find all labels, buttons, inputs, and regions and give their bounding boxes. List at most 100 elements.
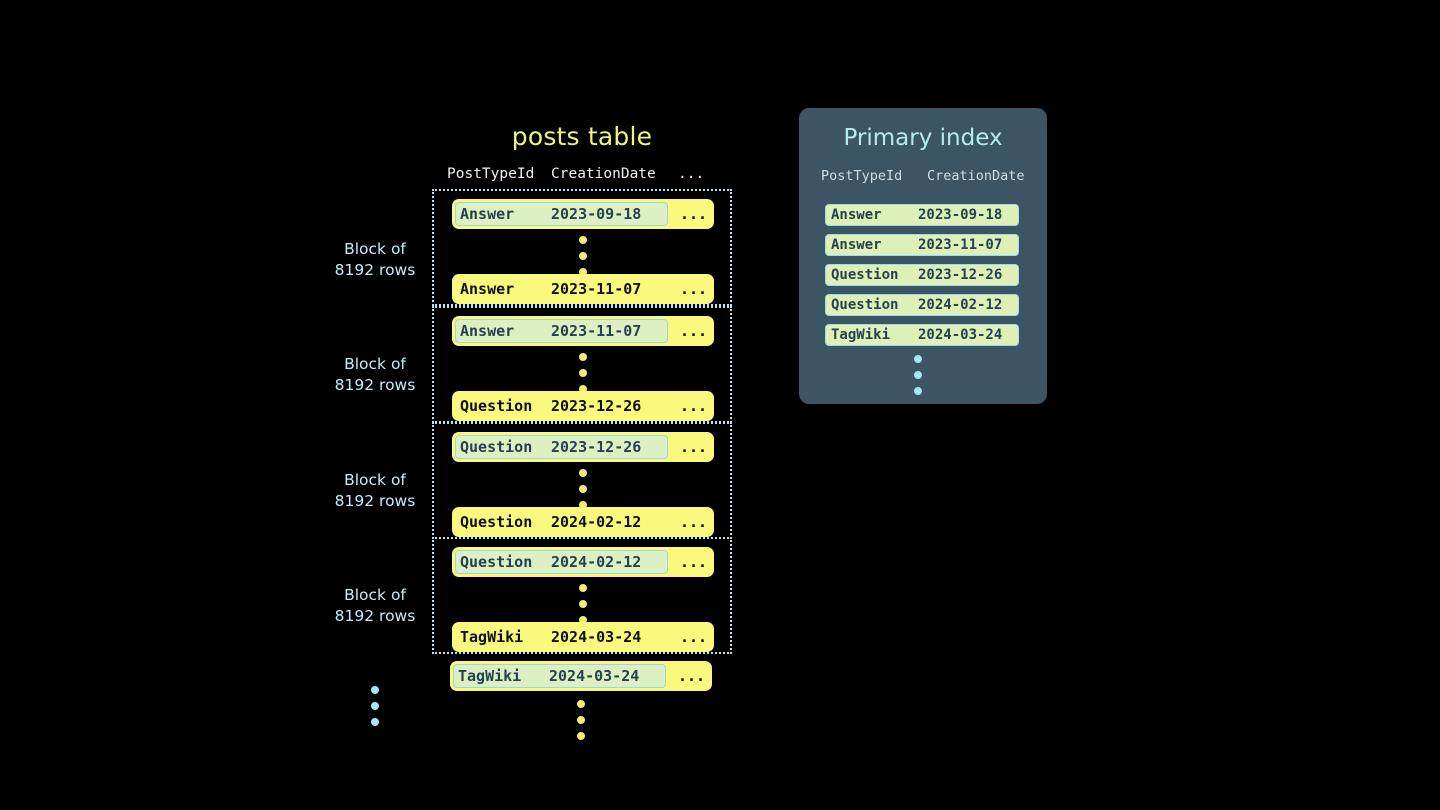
index-cell-creationdate: 2024-02-12 — [918, 297, 1003, 313]
dot — [579, 485, 587, 493]
block-label-4: Block of 8192 rows — [310, 585, 440, 627]
block-label-1-line1: Block of — [344, 240, 406, 258]
row-highlight-box — [455, 202, 668, 226]
column-header-more: ... — [678, 166, 705, 182]
dot — [371, 686, 379, 694]
cell-posttypeid: Answer — [460, 205, 515, 223]
row-highlight-box — [453, 664, 666, 688]
block-label-3: Block of 8192 rows — [310, 470, 440, 512]
row-ellipsis-dots — [579, 236, 588, 284]
table-row[interactable]: Question 2023-12-26 ... — [452, 391, 714, 421]
dot — [579, 584, 587, 592]
dot — [579, 600, 587, 608]
cell-creationdate: 2023-12-26 — [551, 438, 642, 456]
table-row[interactable]: Question 2024-02-12 ... — [452, 547, 714, 577]
dot — [914, 371, 922, 379]
dot — [914, 355, 922, 363]
index-cell-creationdate: 2023-12-26 — [918, 267, 1003, 283]
cell-more: ... — [680, 322, 708, 340]
cell-posttypeid: Answer — [460, 280, 515, 298]
column-header-posttypeid: PostTypeId — [447, 166, 535, 182]
table-row[interactable]: Question 2023-12-26 ... — [452, 432, 714, 462]
index-entry[interactable]: Answer 2023-11-07 — [825, 234, 1019, 256]
cell-posttypeid: Question — [460, 513, 533, 531]
cell-posttypeid: Question — [460, 397, 533, 415]
cell-creationdate: 2023-09-18 — [551, 205, 642, 223]
cell-creationdate: 2023-11-07 — [551, 280, 642, 298]
block-label-2-line2: 8192 rows — [334, 376, 416, 394]
cell-creationdate: 2023-11-07 — [551, 322, 642, 340]
dot — [579, 369, 587, 377]
row-highlight-box — [455, 319, 668, 343]
table-row[interactable]: Question 2024-02-12 ... — [452, 507, 714, 537]
cell-more: ... — [680, 628, 708, 646]
cell-posttypeid: Question — [460, 438, 533, 456]
dot — [579, 252, 587, 260]
dot — [579, 236, 587, 244]
index-entry[interactable]: Question 2024-02-12 — [825, 294, 1019, 316]
block-label-1: Block of 8192 rows — [310, 239, 440, 281]
cell-creationdate: 2023-12-26 — [551, 397, 642, 415]
dot — [579, 353, 587, 361]
index-cell-creationdate: 2023-09-18 — [918, 207, 1003, 223]
cell-more: ... — [678, 667, 706, 685]
block-1: Answer 2023-09-18 ... Answer 2023-11-07 … — [432, 189, 732, 306]
dot — [579, 469, 587, 477]
table-row[interactable]: Answer 2023-11-07 ... — [452, 316, 714, 346]
index-entry[interactable]: TagWiki 2024-03-24 — [825, 324, 1019, 346]
cell-creationdate: 2024-02-12 — [551, 553, 642, 571]
block-label-1-line2: 8192 rows — [334, 261, 416, 279]
index-cell-posttypeid: Question — [831, 267, 899, 283]
primary-index-column-headers: PostTypeId CreationDate — [821, 168, 1031, 186]
block-3: Question 2023-12-26 ... Question 2024-02… — [432, 422, 732, 539]
dot — [371, 702, 379, 710]
dot — [371, 718, 379, 726]
dot — [579, 501, 587, 509]
row-ellipsis-dots — [579, 584, 588, 632]
cell-more: ... — [680, 280, 708, 298]
primary-index-title: Primary index — [843, 125, 1003, 151]
cell-more: ... — [680, 205, 708, 223]
table-row[interactable]: Answer 2023-11-07 ... — [452, 274, 714, 304]
cell-posttypeid: Question — [460, 553, 533, 571]
index-cell-posttypeid: TagWiki — [831, 327, 891, 343]
table-row-trailing[interactable]: TagWiki 2024-03-24 ... — [450, 661, 712, 691]
table-row[interactable]: TagWiki 2024-03-24 ... — [452, 622, 714, 652]
index-cell-posttypeid: Question — [831, 297, 899, 313]
dot — [577, 716, 585, 724]
dot — [577, 700, 585, 708]
block-label-3-line1: Block of — [344, 471, 406, 489]
block-label-2: Block of 8192 rows — [310, 354, 440, 396]
index-cell-posttypeid: Answer — [831, 207, 882, 223]
index-ellipsis-dots — [914, 355, 923, 403]
index-cell-posttypeid: Answer — [831, 237, 882, 253]
cell-more: ... — [680, 553, 708, 571]
index-entry[interactable]: Answer 2023-09-18 — [825, 204, 1019, 226]
cell-more: ... — [680, 513, 708, 531]
block-label-3-line2: 8192 rows — [334, 492, 416, 510]
index-entry[interactable]: Question 2023-12-26 — [825, 264, 1019, 286]
column-header-creationdate: CreationDate — [551, 166, 656, 182]
block-2: Answer 2023-11-07 ... Question 2023-12-2… — [432, 306, 732, 423]
cell-creationdate: 2024-02-12 — [551, 513, 642, 531]
cell-posttypeid: TagWiki — [458, 667, 522, 685]
index-cell-creationdate: 2023-11-07 — [918, 237, 1003, 253]
table-row[interactable]: Answer 2023-09-18 ... — [452, 199, 714, 229]
cell-creationdate: 2024-03-24 — [551, 628, 642, 646]
row-highlight-box — [455, 550, 668, 574]
cell-more: ... — [680, 397, 708, 415]
row-ellipsis-dots — [579, 469, 588, 517]
dot — [579, 616, 587, 624]
cell-posttypeid: Answer — [460, 322, 515, 340]
cell-posttypeid: TagWiki — [460, 628, 524, 646]
dot — [914, 387, 922, 395]
row-highlight-box — [455, 435, 668, 459]
block-label-2-line1: Block of — [344, 355, 406, 373]
block-4: Question 2024-02-12 ... TagWiki 2024-03-… — [432, 537, 732, 654]
table-ellipsis-dots — [577, 700, 586, 748]
index-column-header-posttypeid: PostTypeId — [821, 168, 903, 184]
index-column-header-creationdate: CreationDate — [927, 168, 1025, 184]
dot — [579, 385, 587, 393]
cell-creationdate: 2024-03-24 — [549, 667, 640, 685]
